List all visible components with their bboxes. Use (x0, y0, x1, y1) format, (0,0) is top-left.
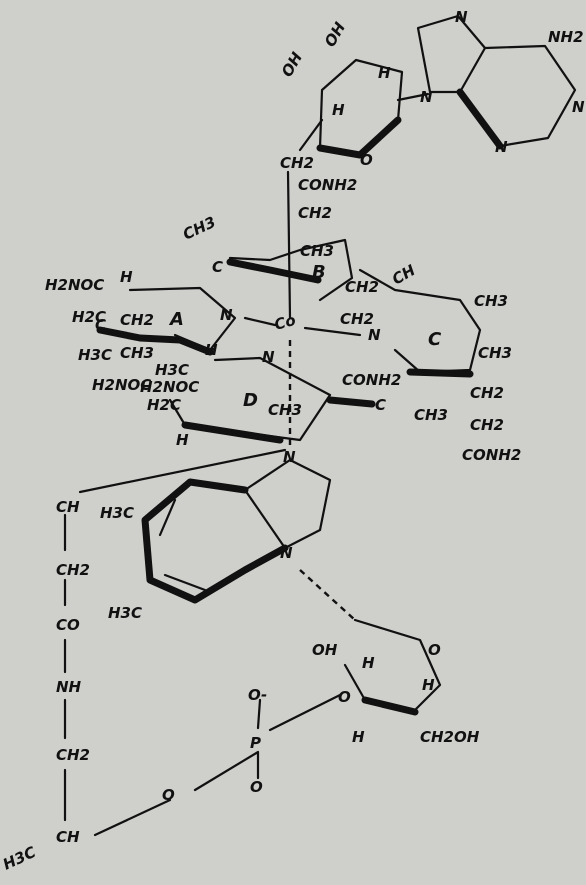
bond-ring-b-bold (226, 258, 322, 284)
bond-ch2-co (286, 170, 292, 320)
label-co: Co (272, 311, 297, 334)
label-h-sugar1: H (362, 654, 375, 672)
label-h-d2: H (176, 431, 189, 449)
label-n-c: N (368, 326, 381, 344)
label-nh-chain: NH (56, 678, 82, 696)
label-oh-top1: OH (278, 49, 306, 80)
label-p: P (250, 734, 261, 752)
bond-adenine-5ring (416, 14, 487, 94)
label-ch3-bridge: CH3 (180, 213, 218, 244)
bond-ribose-adenine (396, 92, 430, 102)
label-h3c-bim2: H3C (108, 604, 142, 622)
bond-ribose-bold (316, 116, 402, 159)
label-ch-chain: CH (56, 498, 80, 516)
label-ch2-b2: CH2 (340, 310, 374, 328)
bond-sugar (343, 618, 442, 712)
label-ring-c: C (428, 329, 442, 350)
label-ch3-b: CH3 (300, 242, 334, 260)
label-h2noc-3: H2NOC (140, 378, 199, 396)
label-h-ribose2: H (332, 101, 345, 119)
bond-sugar-bold (361, 696, 419, 716)
label-n-ad4: N (495, 138, 508, 156)
label-ch2-chain1: CH2 (56, 561, 90, 579)
bond-ring-b (228, 238, 354, 302)
label-n-d: N (262, 348, 275, 366)
label-o-sugar2: O (338, 688, 351, 706)
bond-a-co (243, 316, 277, 327)
label-n-bim1: N (283, 448, 296, 466)
label-ch2-chain2: CH2 (56, 746, 90, 764)
bond-phosphate (93, 693, 342, 837)
label-n-ad2: N (420, 88, 433, 106)
label-ch-end: CH (56, 828, 80, 846)
label-c-d: C (375, 396, 386, 414)
label-conh2-2: CONH2 (342, 371, 401, 389)
atom-labels: OH OH H H O N N N N NH2 CH2 CONH2 CH2 CH… (0, 8, 585, 874)
label-h2noc-2: H2NOC (92, 376, 151, 394)
label-h-d: H (205, 341, 218, 359)
label-oh-top2: OH (321, 19, 349, 50)
bond-ribose-ch2 (298, 118, 324, 152)
bond-sugar-link (299, 569, 356, 621)
label-ch2-1: CH2 (298, 204, 332, 222)
label-o-link: O (162, 786, 175, 804)
label-ch2-c2: CH2 (470, 416, 504, 434)
label-ch-c: CH (389, 261, 419, 289)
label-o-p: O (250, 778, 263, 796)
label-conh2-c: CONH2 (462, 446, 521, 464)
label-h3c-bim1: H3C (100, 504, 134, 522)
label-ch2-c1: CH2 (470, 384, 504, 402)
bond-ring-c-bold (406, 368, 474, 378)
bond-ring-d-bold (181, 421, 284, 444)
label-h3c-end: H3C (0, 843, 38, 874)
bonds (63, 14, 577, 837)
label-n-ad3: N (572, 98, 585, 116)
bond-chain-to-n (78, 448, 287, 494)
label-ring-a: A (168, 309, 184, 330)
label-o-sugar: O (428, 641, 441, 659)
label-h2noc-1: H2NOC (45, 276, 104, 294)
label-ch3-d2: CH3 (268, 401, 302, 419)
label-o-ribose: O (360, 151, 373, 169)
label-ch3-c2: CH3 (478, 344, 512, 362)
label-ch3-d: CH3 (120, 344, 154, 362)
label-conh2-1: CONH2 (298, 176, 357, 194)
label-ch2-a: CH2 (120, 311, 154, 329)
label-c-bridge: C (212, 258, 223, 276)
label-co-chain: CO (56, 616, 80, 634)
label-n-bim2: N (280, 544, 293, 562)
label-n-a: N (220, 306, 233, 324)
label-h-sugar2: H (422, 676, 435, 694)
label-o-minus: O- (248, 686, 267, 704)
bond-c-co (303, 326, 362, 337)
label-c-a: C (95, 316, 106, 334)
label-ring-d: D (243, 390, 258, 411)
label-h2c-1: H2C (72, 308, 106, 326)
bond-benzimidazole-6ring (141, 478, 289, 604)
bond-d-right (326, 396, 376, 408)
label-ch2-link: CH2 (280, 154, 314, 172)
bond-benzimidazole (243, 458, 332, 550)
label-h3c-1: H3C (78, 346, 112, 364)
label-oh-sugar: OH (312, 641, 338, 659)
label-ring-b: B (312, 262, 326, 283)
label-h2c-2: H2C (147, 396, 181, 414)
label-h-a: H (120, 268, 133, 286)
label-ch2oh: CH2OH (420, 728, 480, 746)
label-h3c-2: H3C (155, 361, 189, 379)
label-h-ribose1: H (378, 64, 391, 82)
label-n-ad1: N (455, 8, 468, 26)
bond-adenine-bold (456, 88, 504, 150)
bond-ring-a-bold (96, 326, 214, 356)
label-nh2-ad: NH2 (548, 28, 584, 46)
label-ch3-right: CH3 (414, 406, 448, 424)
label-h-sugar3: H (352, 728, 365, 746)
label-ch3-c: CH3 (474, 292, 508, 310)
bond-ring-d (168, 356, 332, 442)
label-ch2-b1: CH2 (345, 278, 379, 296)
bond-benzimidazole-inner (158, 498, 207, 592)
